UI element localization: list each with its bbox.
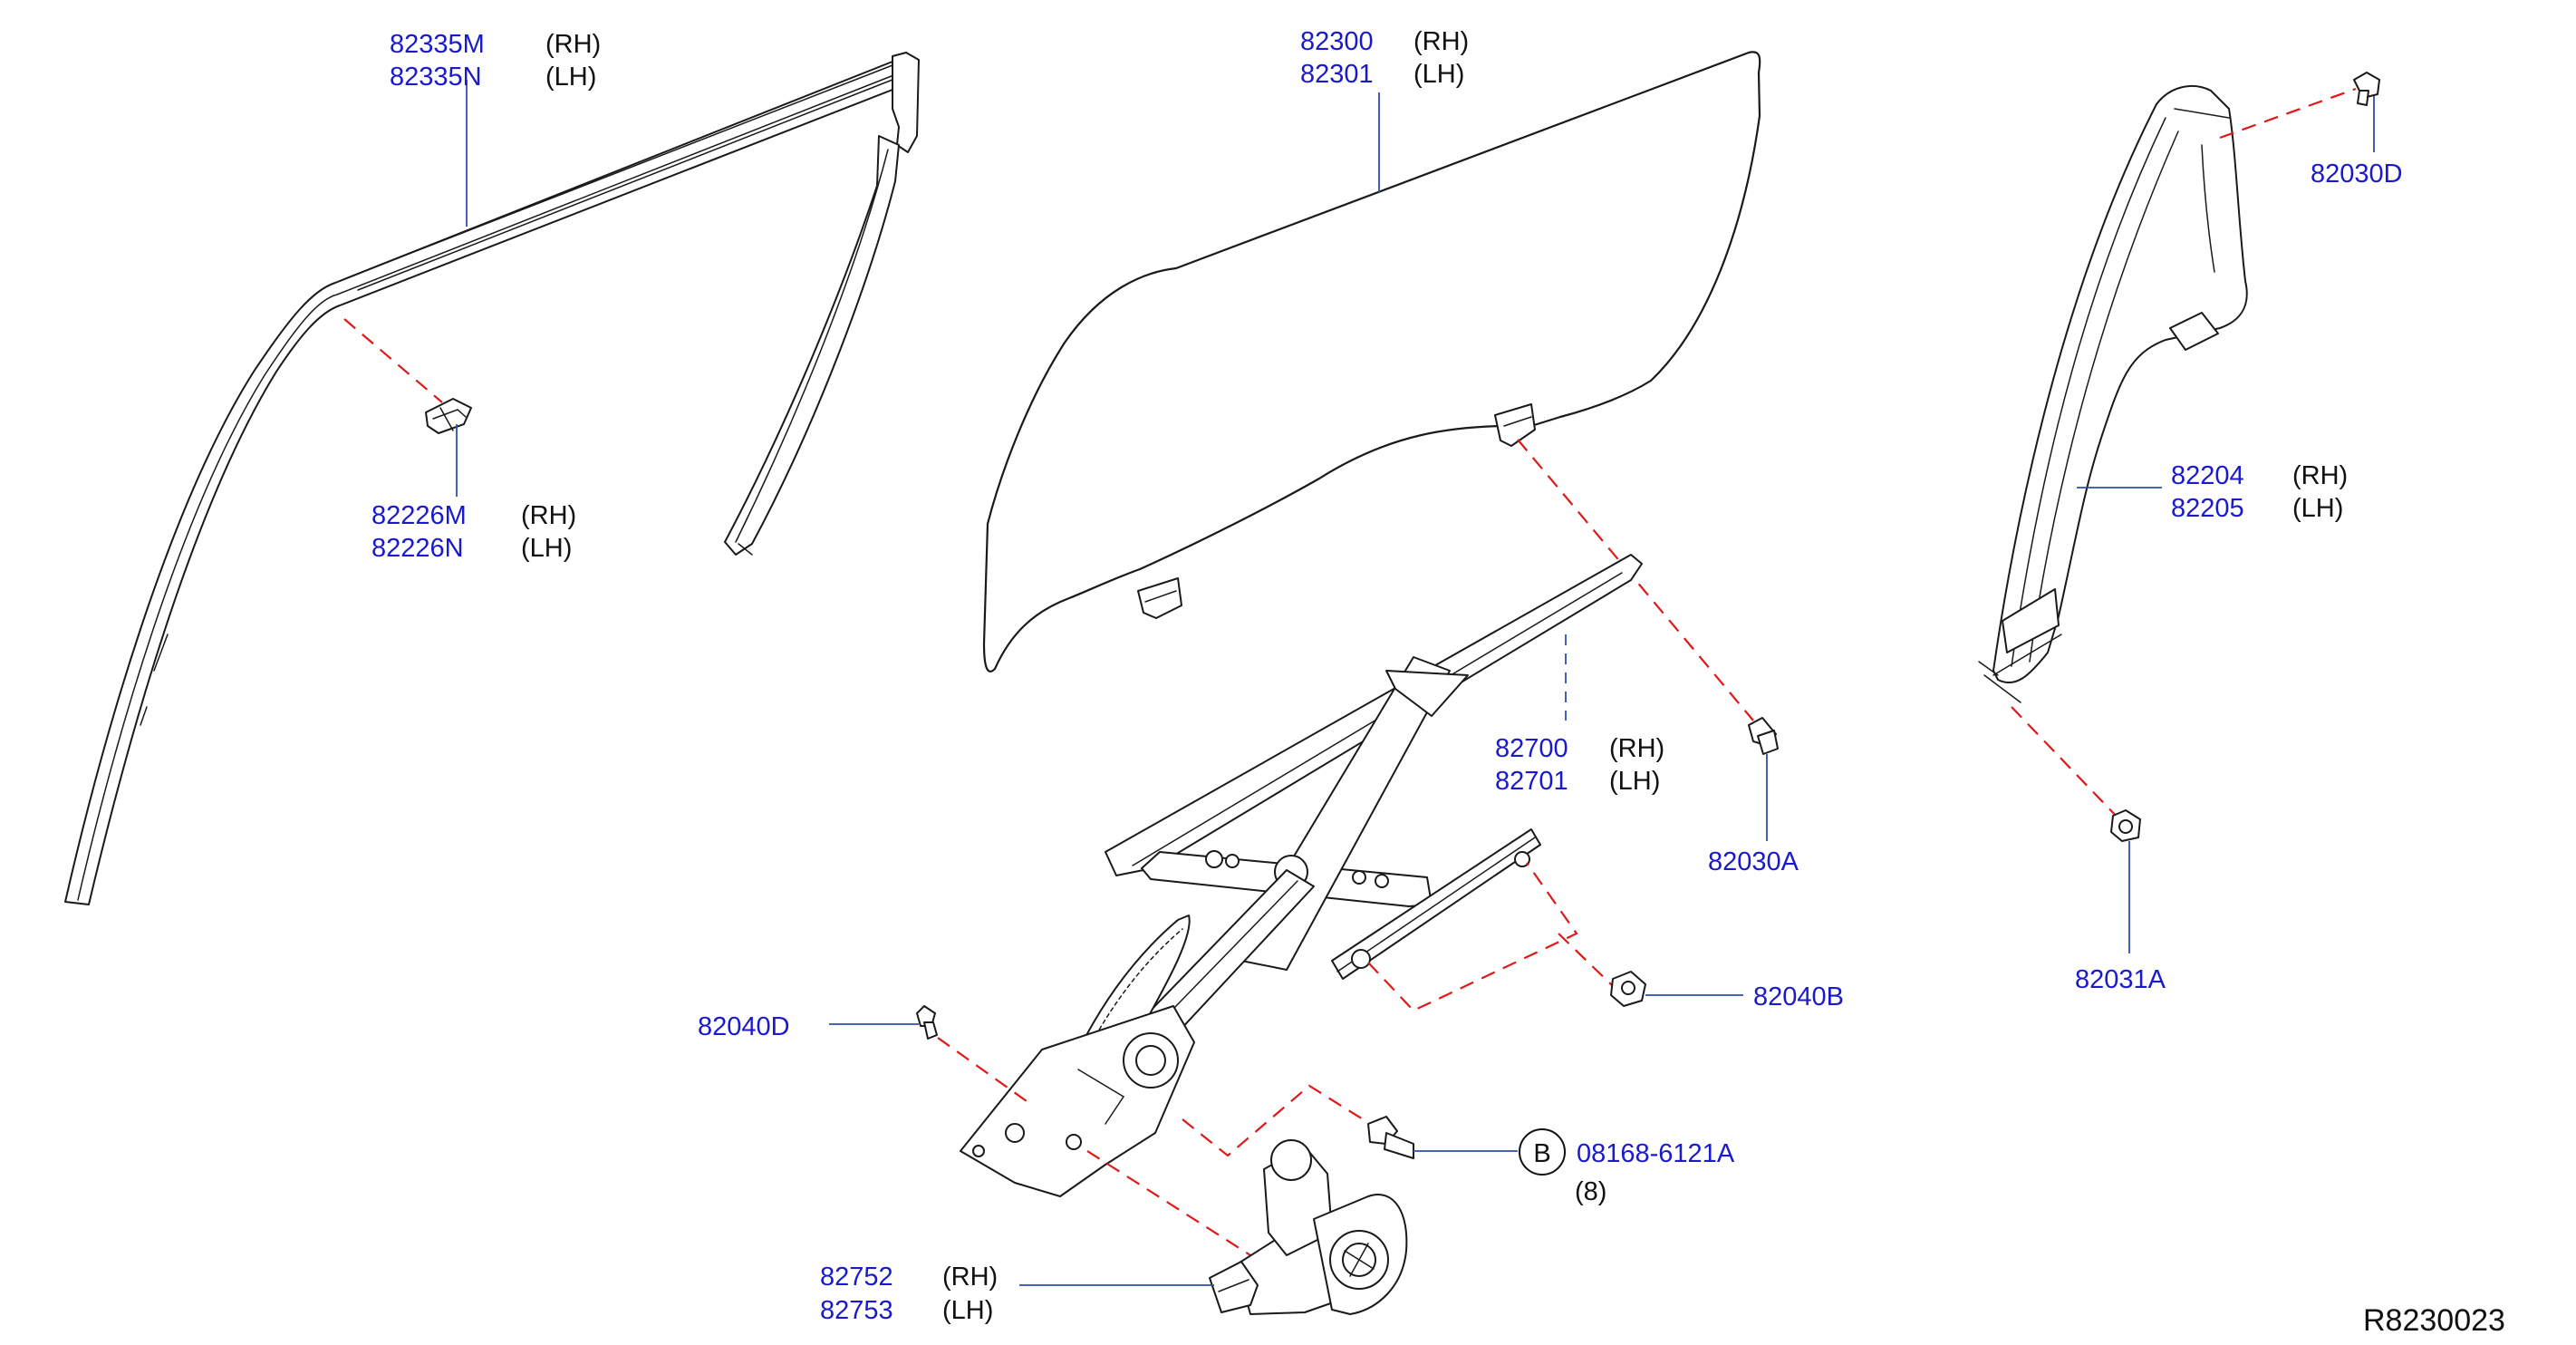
b-callout-circle bbox=[1519, 1128, 1566, 1176]
bolt-08168-drawing bbox=[1367, 1116, 1414, 1159]
label-82030a: 82030A bbox=[1708, 847, 1799, 876]
nut-82040b-drawing bbox=[1610, 971, 1646, 1007]
label-82040b: 82040B bbox=[1753, 982, 1844, 1011]
label-82030d: 82030D bbox=[2311, 160, 2403, 189]
bolt-82031a-drawing bbox=[2110, 809, 2141, 842]
label-82752: 82752 bbox=[820, 1263, 893, 1292]
label-82300: 82300 bbox=[1300, 27, 1374, 56]
label-82226m-side: (RH) bbox=[521, 501, 576, 530]
label-82753: 82753 bbox=[820, 1296, 893, 1325]
label-82335m-side: (RH) bbox=[545, 30, 601, 59]
label-82701: 82701 bbox=[1495, 767, 1568, 796]
label-82204-side: (RH) bbox=[2292, 461, 2348, 490]
label-82335n-side: (LH) bbox=[545, 63, 596, 92]
label-82700: 82700 bbox=[1495, 734, 1568, 763]
nut-dash bbox=[1558, 933, 1614, 987]
clip-drawing bbox=[425, 398, 472, 434]
label-82301-side: (LH) bbox=[1413, 60, 1464, 89]
label-82226n-side: (LH) bbox=[521, 534, 572, 563]
label-82040d: 82040D bbox=[698, 1012, 790, 1041]
regulator-bolt-dash bbox=[1182, 1084, 1383, 1157]
label-82753-side: (LH) bbox=[942, 1296, 993, 1325]
label-82335n: 82335N bbox=[390, 63, 482, 92]
label-82226n: 82226N bbox=[371, 534, 464, 563]
glass-bolt-dash bbox=[1517, 439, 1754, 721]
label-82205-side: (LH) bbox=[2292, 494, 2343, 523]
label-82205: 82205 bbox=[2171, 494, 2244, 523]
label-82204: 82204 bbox=[2171, 461, 2244, 490]
label-08168-quantity: (8) bbox=[1575, 1177, 1606, 1206]
label-82701-side: (LH) bbox=[1609, 767, 1660, 796]
bolt-82030a-drawing bbox=[1748, 717, 1779, 755]
label-82301: 82301 bbox=[1300, 60, 1374, 89]
label-82031a: 82031A bbox=[2075, 965, 2166, 994]
door-glass-drawing bbox=[982, 51, 1761, 672]
channel-bolt-dash bbox=[2011, 706, 2121, 821]
regulator-nut-dash bbox=[1367, 862, 1578, 1012]
clip-dash-line bbox=[343, 318, 443, 403]
channel-top-dash bbox=[2219, 87, 2357, 140]
label-82335m: 82335M bbox=[390, 30, 485, 59]
diagram-reference-code: R8230023 bbox=[2363, 1303, 2505, 1338]
rear-channel-drawing bbox=[1978, 85, 2248, 703]
label-82700-side: (RH) bbox=[1609, 734, 1664, 763]
sash-molding-drawing bbox=[64, 52, 920, 905]
bolt-82030d-drawing bbox=[2353, 72, 2380, 106]
b-callout-letter: B bbox=[1533, 1139, 1550, 1168]
label-08168-6121a: 08168-6121A bbox=[1577, 1139, 1735, 1168]
label-82752-side: (RH) bbox=[942, 1263, 998, 1292]
label-82300-side: (RH) bbox=[1413, 27, 1469, 56]
bolt-82040d-drawing bbox=[916, 1005, 938, 1040]
window-motor-drawing bbox=[1209, 1139, 1408, 1315]
label-82226m: 82226M bbox=[371, 501, 467, 530]
window-regulator-drawing bbox=[960, 554, 1643, 1197]
regulator-bolt-82040d-dash bbox=[937, 1037, 1034, 1107]
motor-dash bbox=[1086, 1150, 1251, 1256]
